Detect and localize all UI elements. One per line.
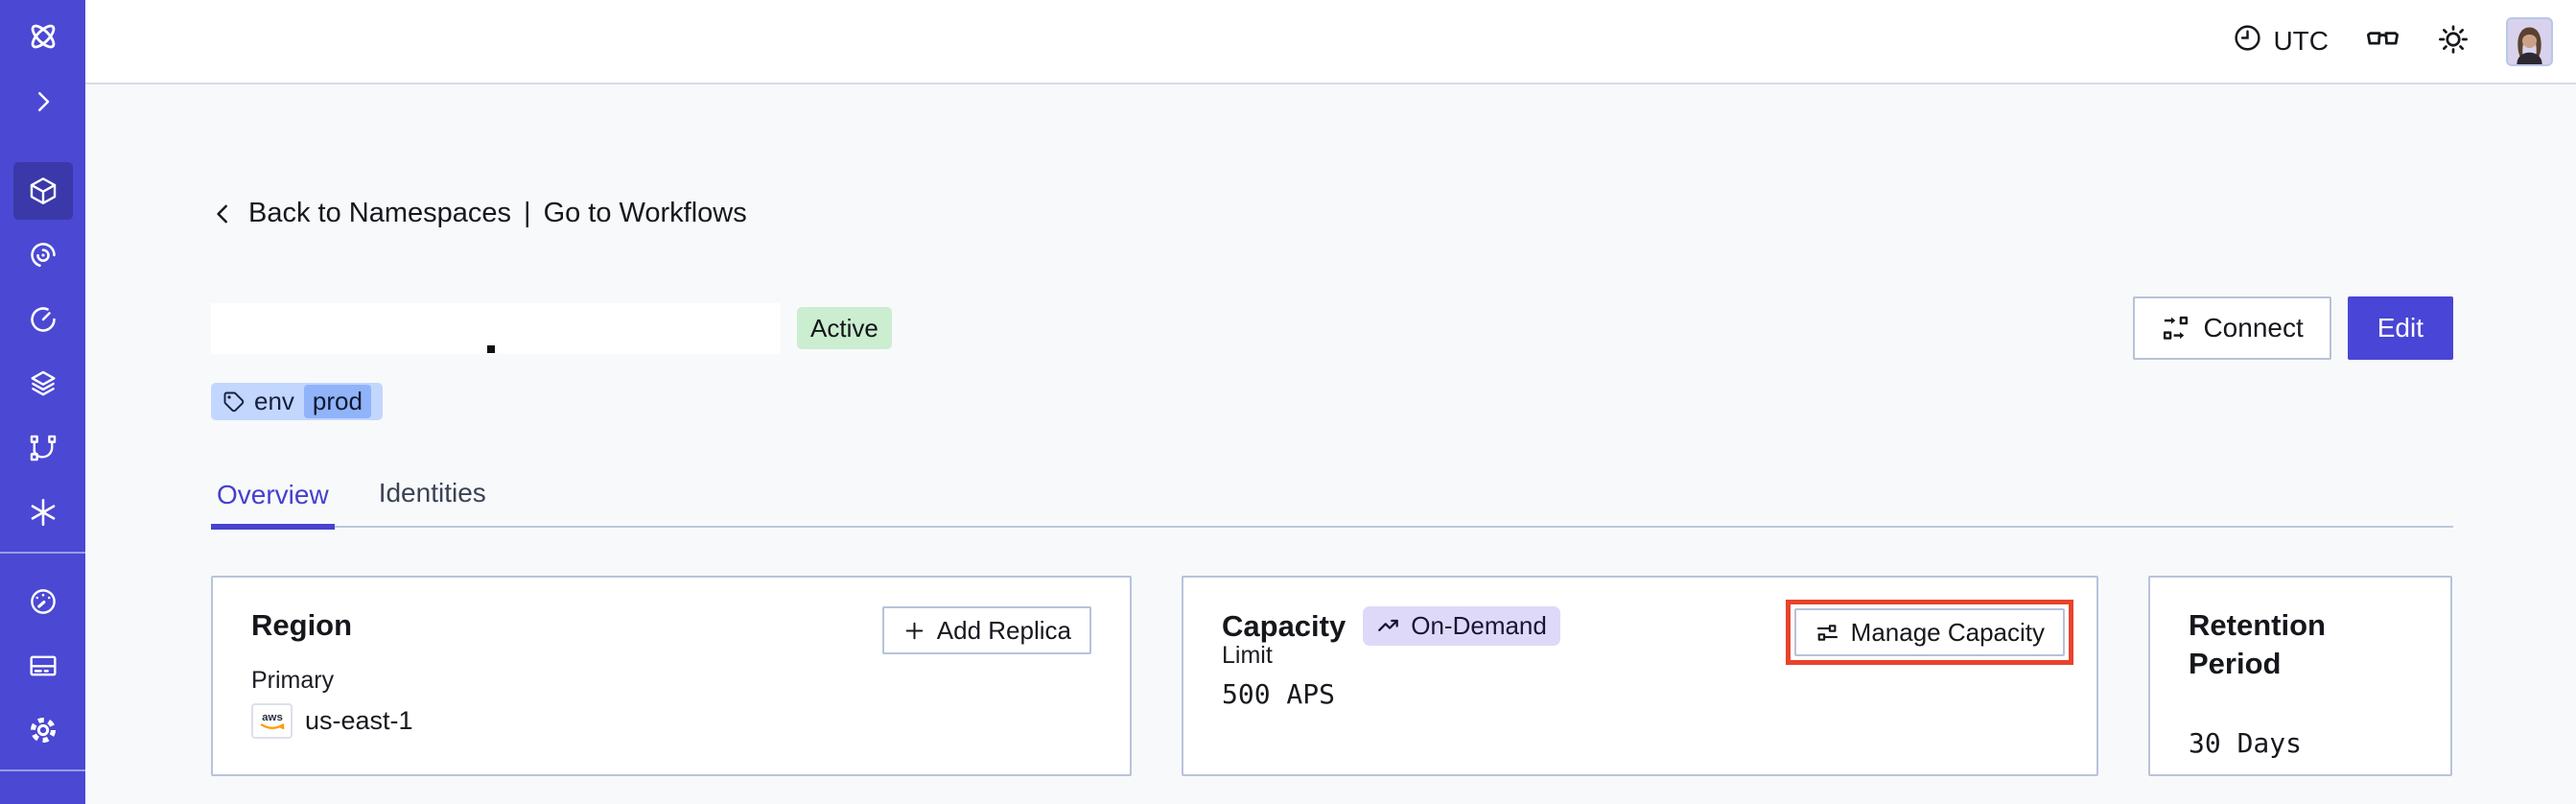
sun-icon <box>2437 23 2470 60</box>
on-demand-badge: On-Demand <box>1363 606 1560 646</box>
tab-overview[interactable]: Overview <box>211 480 335 530</box>
capacity-card: Capacity On-Demand <box>1182 576 2098 776</box>
sidebar-expand-button[interactable] <box>0 72 85 131</box>
namespace-name-redacted <box>211 302 781 354</box>
sidebar-item-schedules[interactable] <box>0 287 85 351</box>
go-to-workflows-link[interactable]: Go to Workflows <box>543 198 747 228</box>
tab-bar: Overview Identities <box>211 478 2453 530</box>
region-card-title: Region <box>251 608 353 642</box>
tag-row: env prod <box>211 383 2453 420</box>
timezone-label: UTC <box>2273 26 2329 56</box>
region-card: Region Add Replica Primary aw <box>211 576 1132 776</box>
capacity-field-label: Limit <box>1222 642 1273 669</box>
overview-cards: Region Add Replica Primary aw <box>211 576 2453 776</box>
chevron-right-icon <box>29 87 58 116</box>
connect-button-label: Connect <box>2203 313 2304 343</box>
add-replica-label: Add Replica <box>936 615 1071 645</box>
add-replica-button[interactable]: Add Replica <box>881 606 1091 654</box>
connect-flow-icon <box>2161 314 2190 343</box>
retention-card: Retention Period 30 Days <box>2148 576 2452 776</box>
retention-value: 30 Days <box>2189 727 2303 759</box>
breadcrumb: Back to Namespaces | Go to Workflows <box>211 198 2453 229</box>
clock-icon <box>2233 23 2262 59</box>
tag-value: prod <box>303 385 371 418</box>
sidebar-item-usage[interactable] <box>0 569 85 633</box>
branch-icon <box>27 432 59 464</box>
region-field-label: Primary <box>251 667 335 694</box>
namespaces-cube-icon <box>27 175 59 207</box>
manage-capacity-label: Manage Capacity <box>1850 617 2045 647</box>
layers-icon <box>27 367 59 400</box>
redaction-artifact <box>487 344 495 353</box>
timer-clock-icon <box>27 303 59 336</box>
labs-button[interactable] <box>2365 21 2400 61</box>
sidebar-item-layers[interactable] <box>0 351 85 415</box>
svg-text:aws: aws <box>262 712 283 723</box>
status-badge: Active <box>797 306 892 350</box>
temporal-logo[interactable] <box>0 0 85 72</box>
edit-button-label: Edit <box>2377 313 2424 343</box>
highlight-annotation-box: Manage Capacity <box>1785 600 2073 665</box>
sidebar-item-namespaces[interactable] <box>0 158 85 223</box>
connect-button[interactable]: Connect <box>2133 296 2331 360</box>
tag-icon <box>222 390 245 413</box>
trending-up-icon <box>1376 614 1401 639</box>
theme-toggle-button[interactable] <box>2437 23 2470 60</box>
namespace-header: Active Connect <box>211 296 2453 360</box>
main-content: Back to Namespaces | Go to Workflows Act… <box>85 86 2576 804</box>
capacity-card-title: Capacity <box>1222 608 1347 643</box>
sidebar-divider <box>0 552 85 554</box>
sidebar-item-help[interactable] <box>0 779 85 804</box>
sidebar-item-billing[interactable] <box>0 633 85 698</box>
temporal-logo-icon <box>24 17 62 56</box>
sidebar-divider <box>0 769 85 771</box>
plus-icon <box>902 619 926 643</box>
topbar: UTC <box>85 0 2576 84</box>
namespace-tag: env prod <box>211 383 383 420</box>
sidebar-item-batch[interactable] <box>0 480 85 544</box>
back-chevron-icon <box>211 201 236 226</box>
aws-logo: aws <box>251 703 293 739</box>
sidebar <box>0 0 85 804</box>
manage-capacity-button[interactable]: Manage Capacity <box>1793 608 2065 656</box>
sidebar-item-nexus[interactable] <box>0 415 85 480</box>
region-value: us-east-1 <box>305 706 413 735</box>
gear-icon <box>26 713 60 747</box>
retention-card-title: Retention Period <box>2189 608 2326 680</box>
on-demand-label: On-Demand <box>1411 611 1547 640</box>
sidebar-item-monitor[interactable] <box>0 223 85 287</box>
sidebar-item-settings[interactable] <box>0 698 85 762</box>
capacity-value: 500 APS <box>1222 678 1336 710</box>
glasses-icon <box>2365 21 2400 61</box>
spiral-icon <box>27 239 59 272</box>
breadcrumb-separator: | <box>524 198 531 228</box>
header-actions: Connect Edit <box>2133 296 2453 360</box>
credit-card-icon <box>27 650 59 682</box>
back-to-namespaces-link[interactable]: Back to Namespaces <box>248 198 512 228</box>
tag-name: env <box>254 387 294 415</box>
timezone-button[interactable]: UTC <box>2233 23 2329 59</box>
sliders-icon <box>1815 620 1840 646</box>
edit-button[interactable]: Edit <box>2347 296 2453 360</box>
active-item-highlight <box>12 161 73 220</box>
user-avatar[interactable] <box>2506 16 2553 66</box>
speedometer-icon <box>27 585 59 618</box>
tab-identities[interactable]: Identities <box>378 478 486 508</box>
asterisk-icon <box>27 496 59 529</box>
